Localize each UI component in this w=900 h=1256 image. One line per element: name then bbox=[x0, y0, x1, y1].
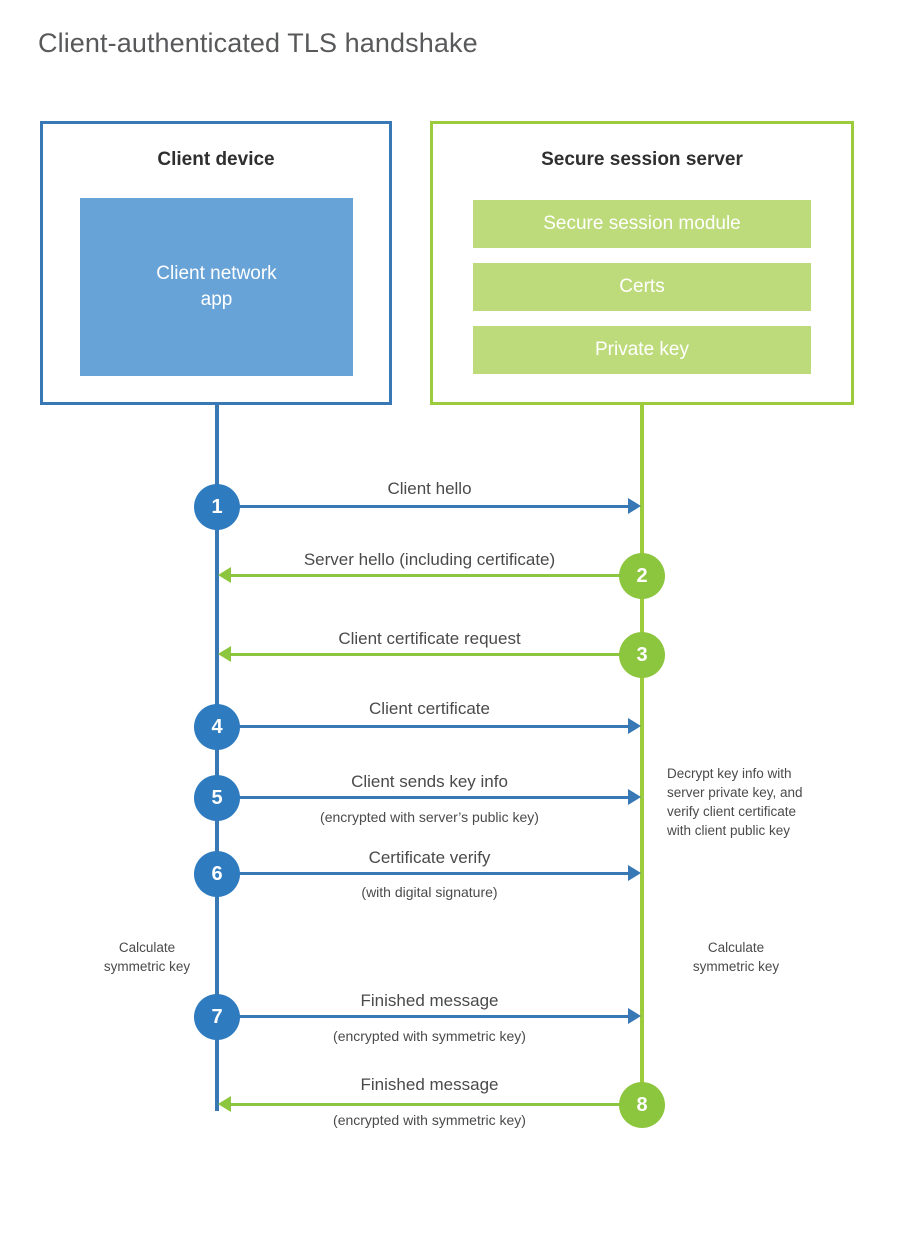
server-bar-certs: Certs bbox=[473, 263, 811, 311]
step-5-circle: 5 bbox=[194, 775, 240, 821]
client-calculate-symmetric-key-note: Calculate symmetric key bbox=[103, 940, 191, 975]
server-bar-private-key: Private key bbox=[473, 326, 811, 374]
step-7-arrow-line bbox=[217, 1015, 628, 1018]
step-3-circle: 3 bbox=[619, 632, 665, 678]
step-5-arrow-line bbox=[217, 796, 628, 799]
step-6-sublabel: (with digital signature) bbox=[361, 884, 498, 900]
step-1-circle: 1 bbox=[194, 484, 240, 530]
step-6-label: Certificate verify bbox=[368, 848, 491, 867]
step-4-circle: 4 bbox=[194, 704, 240, 750]
step-1-label: Client hello bbox=[387, 479, 472, 498]
step-8-arrow-head-icon bbox=[218, 1096, 231, 1112]
server-lifeline bbox=[640, 405, 644, 1105]
step-4-arrow-line bbox=[217, 725, 628, 728]
step-2-arrow-line bbox=[231, 574, 642, 577]
server-decrypt-note: Decrypt key info with server private key… bbox=[667, 766, 803, 839]
step-7-arrow-head-icon bbox=[628, 1008, 641, 1024]
step-8-label: Finished message bbox=[360, 1075, 499, 1094]
step-5-arrow-head-icon bbox=[628, 789, 641, 805]
secure-session-server-title: Secure session server bbox=[541, 149, 743, 170]
step-8-sublabel: (encrypted with symmetric key) bbox=[333, 1112, 526, 1128]
step-4-label: Client certificate bbox=[369, 699, 490, 718]
step-6-arrow-line bbox=[217, 872, 628, 875]
step-7-sublabel: (encrypted with symmetric key) bbox=[333, 1028, 526, 1044]
step-5-sublabel: (encrypted with server’s public key) bbox=[320, 809, 539, 825]
server-calculate-symmetric-key-note: Calculate symmetric key bbox=[692, 940, 780, 975]
step-8-circle: 8 bbox=[619, 1082, 665, 1128]
step-6-arrow-head-icon bbox=[628, 865, 641, 881]
step-5-label: Client sends key info bbox=[351, 772, 508, 791]
step-1-arrow-head-icon bbox=[628, 498, 641, 514]
step-3-label: Client certificate request bbox=[338, 629, 521, 648]
step-2-label: Server hello (including certificate) bbox=[303, 550, 556, 569]
step-3-arrow-head-icon bbox=[218, 646, 231, 662]
step-2-circle: 2 bbox=[619, 553, 665, 599]
client-network-app-box: Client network app bbox=[80, 198, 353, 376]
client-lifeline bbox=[215, 405, 219, 1111]
server-bar-secure-session-module: Secure session module bbox=[473, 200, 811, 248]
step-2-arrow-head-icon bbox=[218, 567, 231, 583]
step-3-arrow-line bbox=[231, 653, 642, 656]
secure-session-server-panel: Secure session server Secure session mod… bbox=[430, 121, 854, 405]
client-device-title: Client device bbox=[157, 149, 275, 170]
client-device-panel: Client device Client network app bbox=[40, 121, 392, 405]
step-6-circle: 6 bbox=[194, 851, 240, 897]
step-7-label: Finished message bbox=[360, 991, 499, 1010]
step-8-arrow-line bbox=[231, 1103, 642, 1106]
page-title: Client-authenticated TLS handshake bbox=[38, 28, 478, 58]
step-7-circle: 7 bbox=[194, 994, 240, 1040]
step-4-arrow-head-icon bbox=[628, 718, 641, 734]
step-1-arrow-line bbox=[217, 505, 628, 508]
